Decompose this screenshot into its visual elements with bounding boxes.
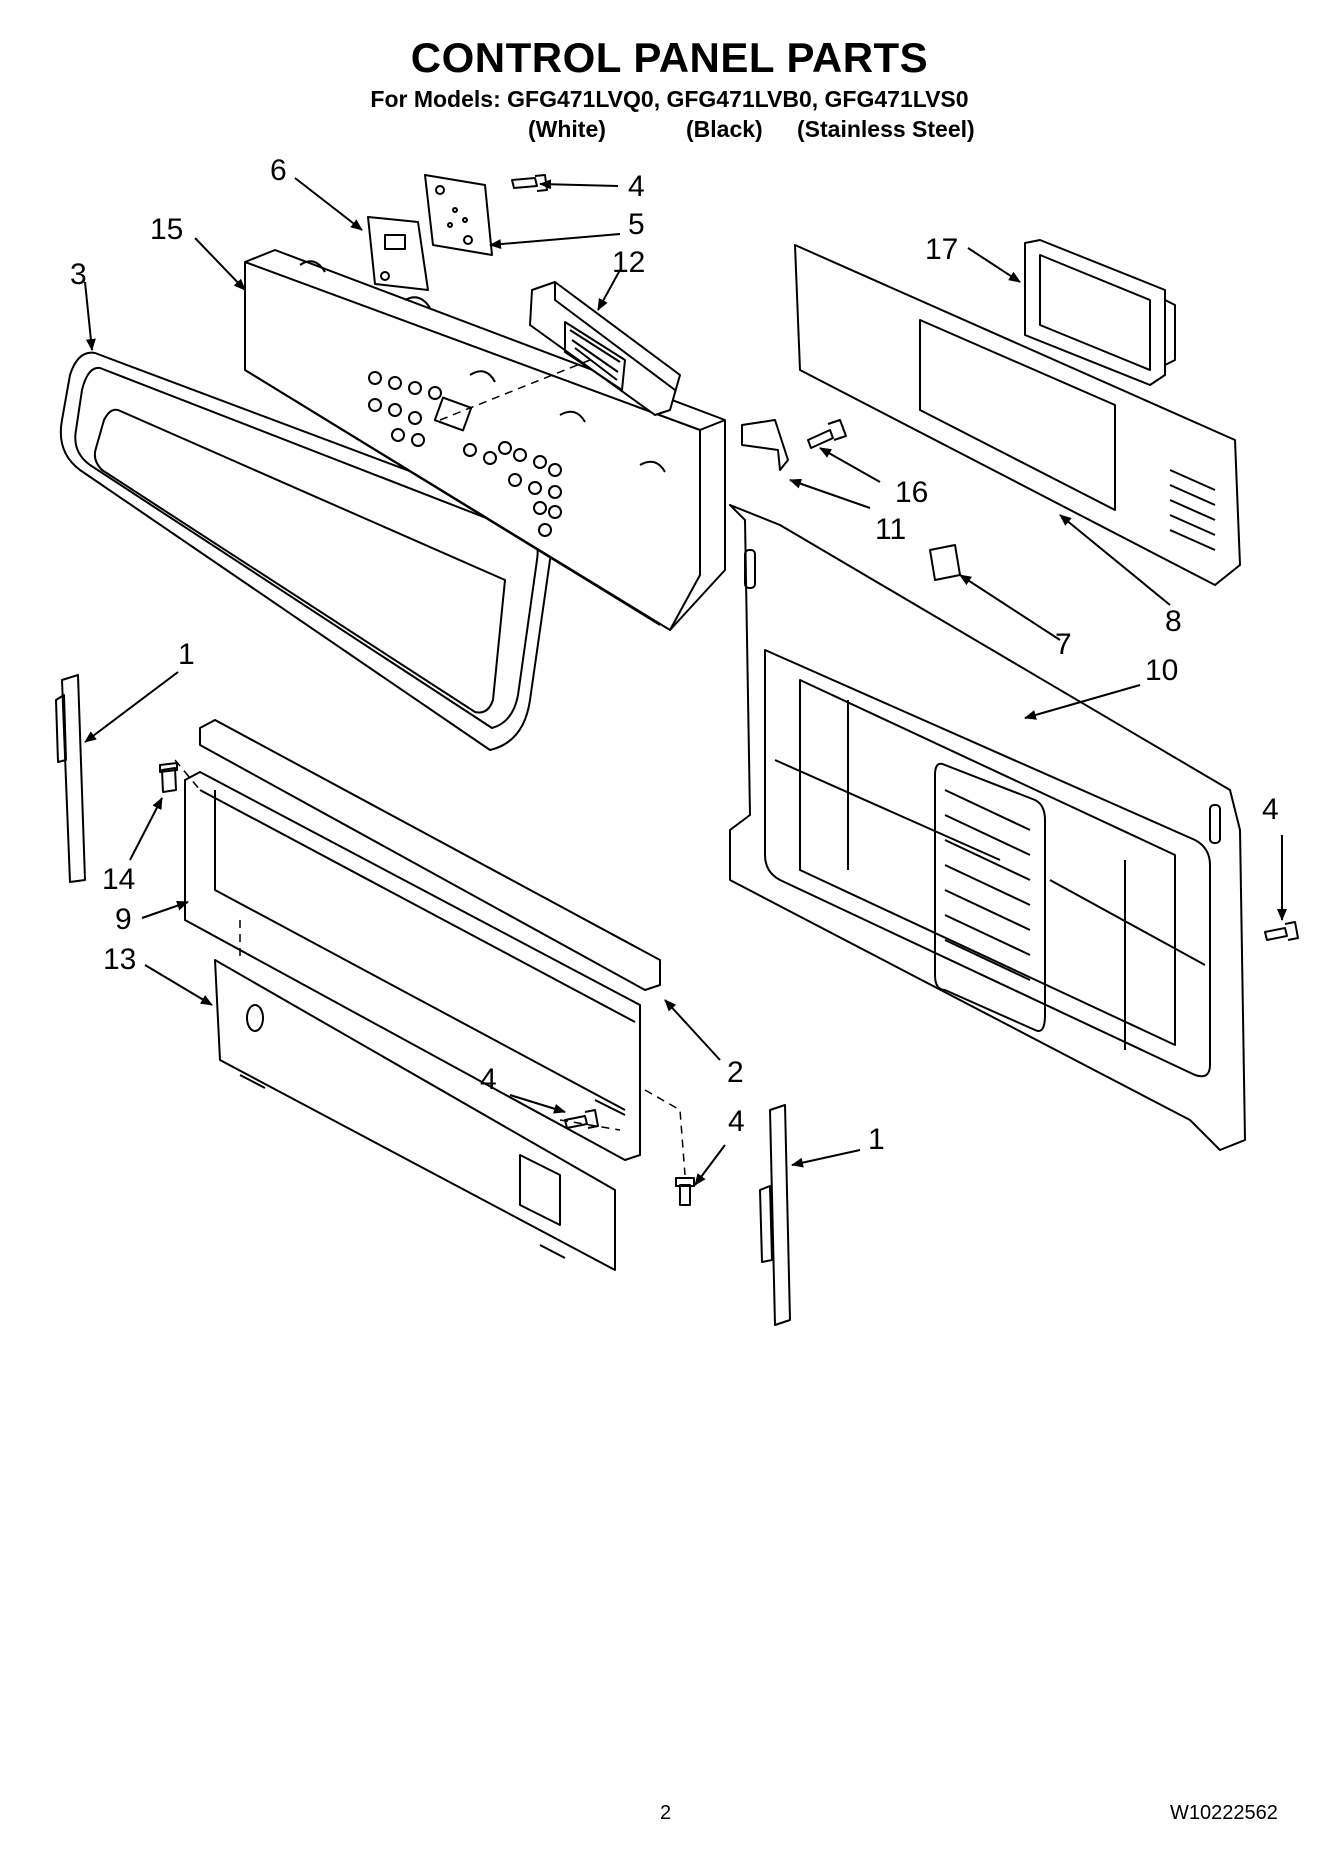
callout-3: 3	[70, 258, 87, 291]
leader-3	[84, 281, 96, 351]
part-16-screw	[807, 419, 847, 449]
callout-13: 13	[103, 943, 137, 976]
leader-8	[1059, 514, 1171, 606]
leader-6	[294, 177, 363, 231]
part-6-board	[367, 216, 429, 291]
callout-4-right: 4	[1262, 793, 1279, 826]
part-12-control-board	[529, 281, 681, 416]
callout-12: 12	[612, 246, 646, 279]
part-15-console-panel	[244, 249, 726, 631]
leader-7	[959, 574, 1061, 641]
callout-9: 9	[115, 903, 132, 936]
variant-stainless: (Stainless Steel)	[797, 116, 975, 142]
leader-9	[141, 900, 189, 919]
callout-1-left: 1	[178, 638, 195, 671]
part-14-screw	[159, 762, 178, 793]
page-title: CONTROL PANEL PARTS	[410, 34, 929, 81]
callout-10: 10	[1145, 654, 1179, 687]
part-9-frame	[184, 771, 641, 1161]
callout-4-top: 4	[628, 170, 645, 203]
leader-11	[789, 478, 871, 509]
callout-6: 6	[270, 154, 287, 187]
part-13-shield	[214, 959, 616, 1271]
leader-1-right	[791, 1149, 861, 1168]
part-10-back-panel	[729, 504, 1246, 1151]
leader-1-left	[84, 671, 179, 743]
part-7-clip	[929, 544, 961, 581]
leader-16	[819, 447, 881, 483]
document-number: W10222562	[1170, 1802, 1278, 1824]
callout-17: 17	[925, 233, 959, 266]
callout-1-right: 1	[868, 1123, 885, 1156]
callout-8: 8	[1165, 605, 1182, 638]
part-4-screw-right	[1264, 921, 1299, 941]
callout-4-lower-right: 4	[728, 1105, 745, 1138]
leader-15	[194, 237, 246, 291]
leader-10	[1024, 684, 1141, 720]
variant-white: (White)	[528, 116, 606, 142]
part-4-screw-lower-mid	[564, 1109, 599, 1129]
callout-14: 14	[102, 863, 136, 896]
leader-14	[129, 797, 163, 861]
leader-4-lower-right	[694, 1144, 726, 1186]
callout-2: 2	[727, 1056, 744, 1089]
models-line: For Models: GFG471LVQ0, GFG471LVB0, GFG4…	[370, 86, 969, 112]
part-4-screw-lower-right	[675, 1177, 695, 1206]
leader-5	[489, 233, 621, 250]
part-8-rear-panel	[794, 244, 1241, 586]
part-2-rail	[199, 719, 661, 991]
leader-2	[664, 999, 721, 1061]
leader-13	[144, 964, 213, 1006]
variant-black: (Black)	[686, 116, 763, 142]
callout-15: 15	[150, 213, 184, 246]
leader-17	[967, 247, 1021, 283]
callout-7: 7	[1055, 628, 1072, 661]
callout-4-lower-mid: 4	[480, 1063, 497, 1096]
part-11-bracket	[741, 419, 789, 471]
part-1-right-bracket	[759, 1104, 791, 1326]
page-number: 2	[660, 1802, 672, 1824]
part-17-bracket	[1024, 239, 1176, 386]
leader-4-top	[539, 179, 619, 190]
part-4-screw-top	[511, 174, 548, 192]
callout-11: 11	[875, 513, 907, 546]
part-5-board	[424, 174, 493, 256]
leader-12	[597, 269, 621, 311]
part-1-left-bracket	[55, 674, 86, 883]
callout-16: 16	[895, 476, 929, 509]
leader-4-lower-mid	[509, 1094, 566, 1114]
callout-5: 5	[628, 208, 645, 241]
